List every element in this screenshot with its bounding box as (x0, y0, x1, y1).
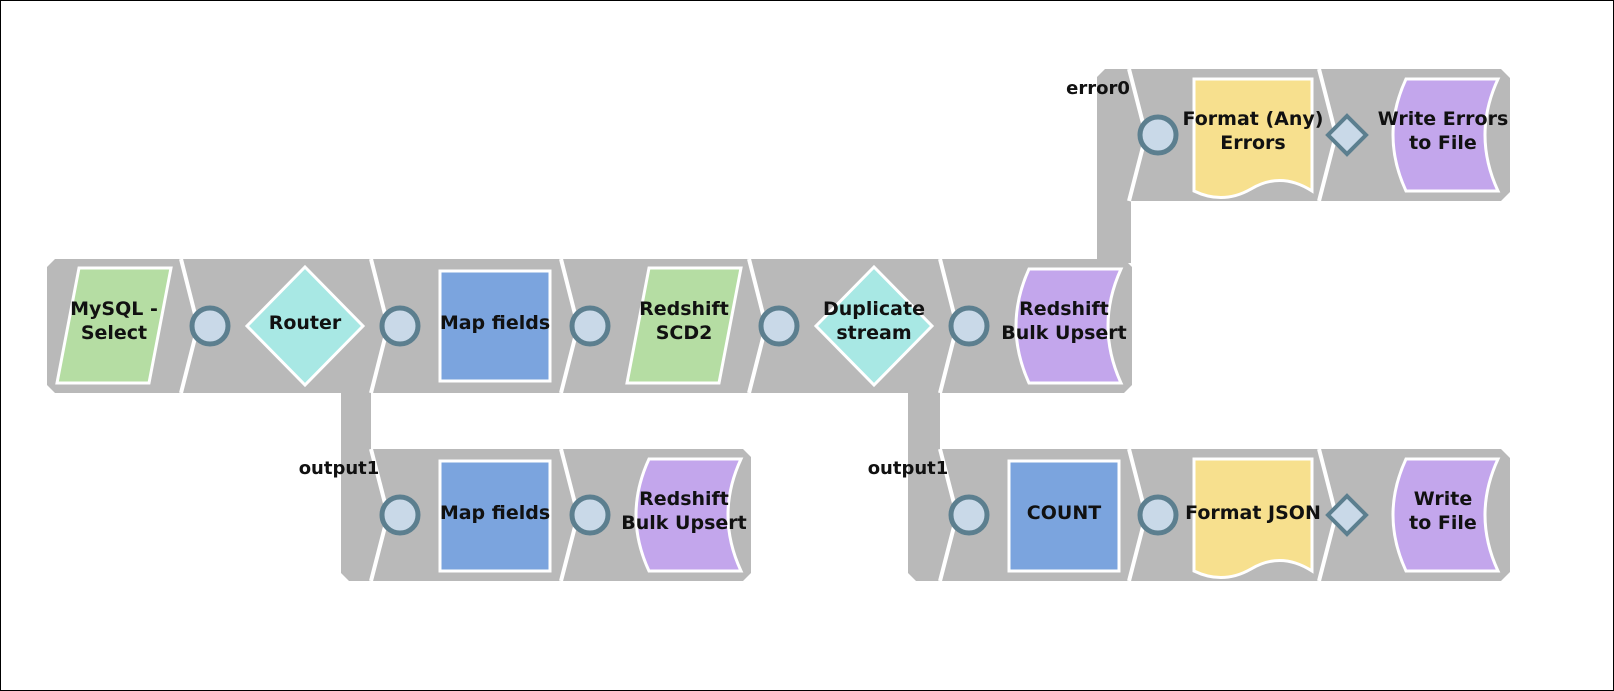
snap-label: Redshift (639, 488, 729, 510)
snap-label: Select (81, 322, 147, 344)
snap-label: SCD2 (656, 322, 713, 344)
writer-scroll-icon (634, 457, 744, 573)
snap-label: to File (1409, 512, 1477, 534)
snap-label: COUNT (1027, 502, 1101, 524)
snap-label: Write Errors (1378, 108, 1509, 130)
snap-write-errors-to-file[interactable]: Write Errors to File (1378, 77, 1509, 193)
binary-port-diamond-icon[interactable] (1325, 113, 1369, 157)
output-port-icon[interactable] (569, 494, 611, 536)
output-port-icon[interactable] (1137, 494, 1179, 536)
writer-scroll-icon (1014, 267, 1124, 385)
router-diamond-icon (813, 264, 935, 388)
output-port-icon[interactable] (379, 305, 421, 347)
snap-map-fields[interactable]: Map fields (438, 269, 552, 383)
router-output-port-label: output1 (299, 458, 380, 479)
snap-router[interactable]: Router (244, 264, 366, 388)
formatter-document-icon (1192, 77, 1314, 199)
writer-scroll-icon (1391, 457, 1501, 573)
duplicate-branch-connector (908, 389, 940, 451)
snap-format-any-errors[interactable]: Format (Any) Errors (1183, 77, 1324, 199)
output-port-icon[interactable] (758, 305, 800, 347)
snap-count[interactable]: COUNT (1007, 459, 1121, 573)
input-port-icon[interactable] (948, 494, 990, 536)
reader-parallelogram-icon (55, 266, 173, 385)
snap-label: Map fields (440, 502, 550, 524)
output-port-icon[interactable] (569, 305, 611, 347)
snap-label: Map fields (440, 312, 550, 334)
snap-label: Duplicate (823, 298, 925, 320)
snap-format-json[interactable]: Format JSON (1185, 457, 1321, 579)
snap-label: Format (Any) (1183, 108, 1324, 130)
snap-label: Format JSON (1185, 502, 1321, 524)
snap-redshift-bulk-upsert[interactable]: Redshift Bulk Upsert (1001, 267, 1127, 385)
writer-scroll-icon (1391, 77, 1501, 193)
snap-label: Write (1414, 488, 1472, 510)
input-port-icon[interactable] (379, 494, 421, 536)
mapper-square-icon (438, 269, 552, 383)
snap-label: to File (1409, 132, 1477, 154)
snap-duplicate-stream[interactable]: Duplicate stream (813, 264, 935, 388)
snap-label: Redshift (1019, 298, 1109, 320)
mapper-square-icon (1007, 459, 1121, 573)
snap-label: MySQL - (70, 298, 158, 320)
reader-parallelogram-icon (625, 266, 743, 385)
snap-label: Router (269, 312, 342, 334)
snap-write-to-file[interactable]: Write to File (1391, 457, 1501, 573)
formatter-document-icon (1192, 457, 1314, 579)
snap-redshift-scd2[interactable]: Redshift SCD2 (625, 266, 743, 385)
error-branch-connector (1097, 201, 1131, 263)
snap-map-fields-2[interactable]: Map fields (438, 459, 552, 573)
snap-label: Errors (1220, 132, 1285, 154)
snap-label: Redshift (639, 298, 729, 320)
output-port-icon[interactable] (948, 305, 990, 347)
duplicate-output-port-label: output1 (868, 458, 949, 479)
snap-mysql-select[interactable]: MySQL - Select (55, 266, 173, 385)
error-input-port-icon[interactable] (1137, 114, 1179, 156)
snap-redshift-bulk-upsert-2[interactable]: Redshift Bulk Upsert (621, 457, 747, 573)
error-port-label: error0 (1066, 78, 1130, 99)
snap-label: Bulk Upsert (621, 512, 746, 534)
snap-label: stream (836, 322, 911, 344)
router-branch-connector (341, 389, 371, 451)
router-diamond-icon (244, 264, 366, 388)
snap-label: Bulk Upsert (1001, 322, 1126, 344)
output-port-icon[interactable] (189, 305, 231, 347)
mapper-square-icon (438, 459, 552, 573)
binary-port-diamond-icon[interactable] (1325, 493, 1369, 537)
